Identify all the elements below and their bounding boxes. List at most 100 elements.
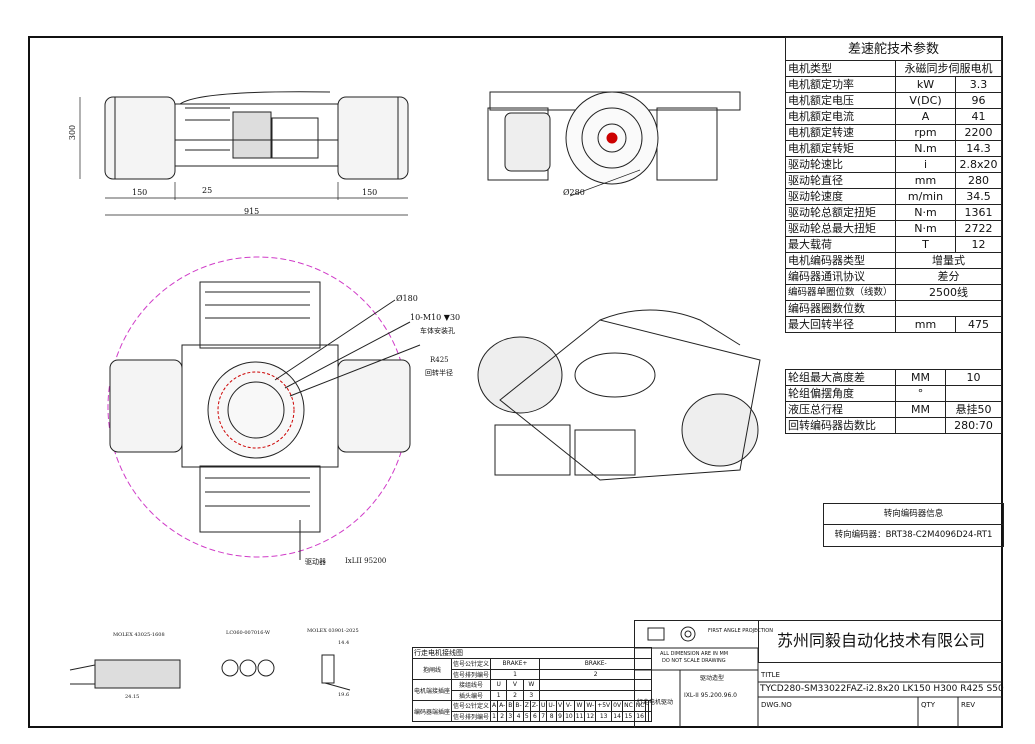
- spec2-param: 回转编码器齿数比: [785, 417, 896, 434]
- top-view: [104, 91, 409, 180]
- dim-radius-desc: 回转半径: [425, 369, 453, 377]
- spec-param: 最大载荷: [785, 236, 896, 253]
- wiring-enc-def: B-: [513, 700, 524, 712]
- wiring-phase-num: 3: [522, 689, 540, 701]
- spec-param: 驱动轮总最大扭矩: [785, 220, 896, 237]
- wiring-enc-def: A-: [497, 700, 508, 712]
- spec2-unit: [895, 417, 946, 434]
- drawing-title: TYCD280-SM33022FAZ-i2.8x20 LK150 H300 R4…: [760, 684, 1004, 694]
- spec-value: 12: [955, 236, 1002, 253]
- wiring-phase-num: 2: [506, 689, 524, 701]
- spec-param: 电机额定功率: [785, 76, 896, 93]
- spec2-param: 轮组偏摆角度: [785, 385, 896, 402]
- wiring-enc-def: +5V: [595, 700, 613, 712]
- wiring-enc-def: Z-: [529, 700, 540, 712]
- drive-model-value: IXL-II 95.200.96.0: [684, 692, 737, 699]
- wiring-enc-def: U: [538, 700, 548, 712]
- connector-3-label: MOLEX 03901-2025: [307, 628, 359, 634]
- wiring-enc-def: W-: [584, 700, 597, 712]
- dim-bearing-dia: Ø180: [396, 294, 418, 303]
- spec-value: [895, 300, 1002, 317]
- wiring-group-brake: 抱闸线: [411, 658, 453, 680]
- wiring-enc-def: Z: [522, 700, 531, 712]
- wiring-enc-def: B: [506, 700, 515, 712]
- wiring-group-motor: 电机端接插座: [411, 679, 453, 701]
- spec-param: 电机额定电压: [785, 92, 896, 109]
- dim-height: 300: [68, 124, 78, 141]
- wiring-enc-num: 3: [506, 710, 515, 722]
- spec2-row: 轮组偏摆角度°: [785, 385, 1002, 402]
- spec-param: 编码器单圈位数（线数）: [785, 284, 896, 301]
- spec-unit: N·m: [895, 220, 956, 237]
- spec-param: 电机额定转矩: [785, 140, 896, 157]
- wiring-group-encoder: 编码器端插座: [411, 700, 453, 722]
- spec-param: 驱动轮直径: [785, 172, 896, 189]
- spec-value: 3.3: [955, 76, 1002, 93]
- spec-unit: rpm: [895, 124, 956, 141]
- spec-unit: N·m: [895, 204, 956, 221]
- iso-view: [477, 309, 761, 481]
- connector-1-dim: 24.15: [125, 694, 140, 700]
- spec-value: 475: [955, 316, 1002, 333]
- spec2-unit: MM: [895, 369, 946, 386]
- dimension-lines: [79, 97, 641, 216]
- spec-value: 2500线: [895, 284, 1002, 301]
- spec-row: 编码器圈数位数: [785, 300, 1002, 317]
- spec-value: 2722: [955, 220, 1002, 237]
- spec-value: 96: [955, 92, 1002, 109]
- spec-value: 14.3: [955, 140, 1002, 157]
- spec-value: 34.5: [955, 188, 1002, 205]
- connector-drawings: [69, 654, 351, 691]
- dim-total: 915: [244, 207, 260, 216]
- spec-param: 电机额定转速: [785, 124, 896, 141]
- spec-unit: V(DC): [895, 92, 956, 109]
- spec2-param: 轮组最大高度差: [785, 369, 896, 386]
- spec-param: 电机类型: [785, 60, 896, 77]
- wiring-enc-num: 8: [546, 710, 557, 722]
- wiring-enc-def: V-: [563, 700, 575, 712]
- wiring-enc-num: 11: [573, 710, 586, 722]
- dim-right-wheel: 150: [362, 188, 378, 197]
- wiring-phase: W: [522, 679, 540, 691]
- spec-unit: A: [895, 108, 956, 125]
- title-label: TITLE: [761, 671, 780, 679]
- wiring-table: 行走电机接线图 抱闸线 信号公针定义 BRAKE+ BRAKE- 信号排列编号 …: [411, 647, 653, 722]
- dwg-label: DWG.NO: [761, 701, 792, 709]
- spec-unit: m/min: [895, 188, 956, 205]
- wiring-enc-num: 9: [555, 710, 565, 722]
- dim-left-wheel: 150: [132, 188, 148, 197]
- wiring-row-label: 接组线号: [451, 679, 492, 691]
- spec-row: 电机类型永磁同步伺服电机: [785, 60, 1002, 77]
- encoder-info-title: 转向编码器信息: [824, 504, 1003, 525]
- spec-param: 编码器圈数位数: [785, 300, 896, 317]
- wiring-title: 行走电机接线图: [411, 647, 653, 659]
- motor-drive-label: 行走电机驱动: [637, 699, 674, 706]
- connector-2-label: LC060-007016-W: [226, 630, 271, 636]
- dim-gap: 25: [202, 186, 213, 195]
- connector-3-dim-b: 19.6: [338, 692, 350, 698]
- plan-view: [107, 256, 421, 560]
- wiring-enc-def: 0V: [611, 700, 624, 712]
- wiring-enc-num: 5: [522, 710, 531, 722]
- projection-label: FIRST ANGLE PROJECTION: [708, 628, 773, 634]
- spec-param: 驱动轮速度: [785, 188, 896, 205]
- spec-unit: kW: [895, 76, 956, 93]
- spec-param: 编码器通讯协议: [785, 268, 896, 285]
- spec-value: 41: [955, 108, 1002, 125]
- spec-table-title: 差速舵技术参数: [785, 37, 1002, 61]
- wiring-enc-def: V: [555, 700, 565, 712]
- wiring-row-label: 信号公针定义: [451, 700, 492, 712]
- spec-param: 最大回转半径: [785, 316, 896, 333]
